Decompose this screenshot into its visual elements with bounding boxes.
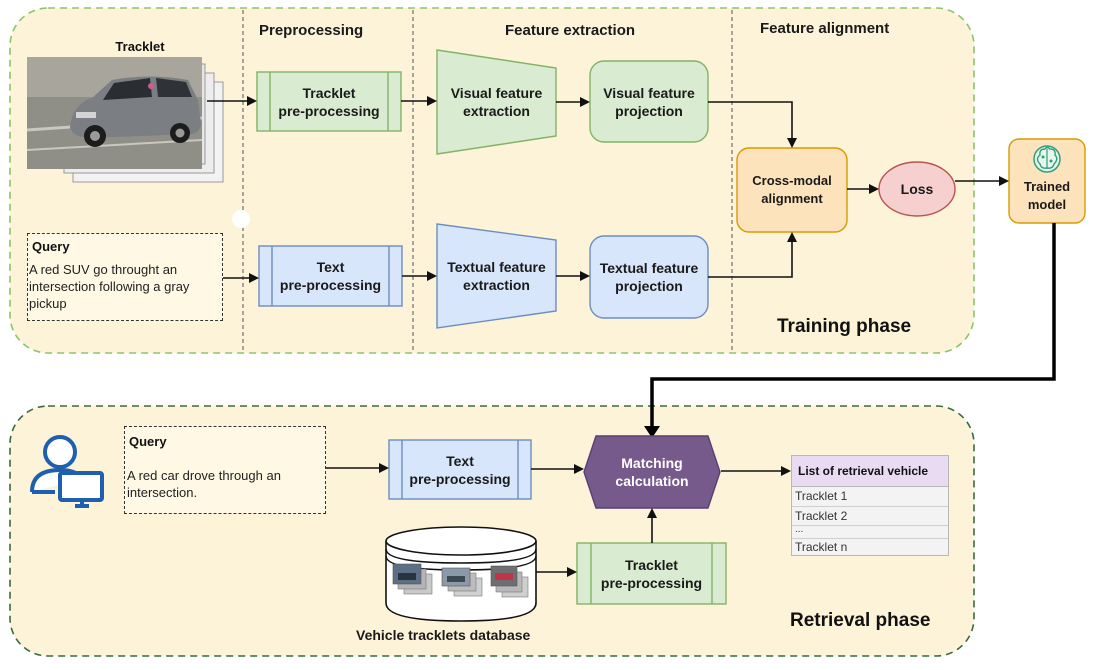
label-line: pre-processing <box>278 102 380 119</box>
training-query-box: Query A red SUV go throught an intersect… <box>27 233 223 321</box>
label-line: Text <box>316 259 345 275</box>
label-line: Tracklet <box>625 556 678 573</box>
label-line: alignment <box>761 191 823 206</box>
trained-model-box <box>1008 138 1086 224</box>
label-line: pre-processing <box>409 470 511 487</box>
loss-ellipse <box>878 161 956 217</box>
label-line: Cross-modal <box>752 173 832 188</box>
retrieval-query-title: Query <box>129 434 167 449</box>
label-line: model <box>1027 197 1067 212</box>
label-line: calculation <box>615 473 689 489</box>
tracklet-caption: Tracklet <box>115 39 165 54</box>
retrieval-result-list: List of retrieval vehicle Tracklet 1 Tra… <box>791 455 949 556</box>
label-line: Textual feature <box>599 260 699 276</box>
model-to-retrieval-connector <box>650 223 1056 432</box>
arrow <box>708 101 797 148</box>
label-line: Matching <box>621 455 683 471</box>
matching-calculation-label: Matching calculation <box>584 436 720 508</box>
car-photo-stack-icon <box>441 567 483 597</box>
arrow-head <box>644 426 660 438</box>
textual-feature-extraction-box <box>436 223 557 329</box>
list-item: Tracklet 2 <box>792 507 948 526</box>
textual-feature-projection-label: Textual feature projection <box>590 236 708 318</box>
label-line: pre-processing <box>600 574 703 591</box>
label-line: Visual feature <box>450 85 543 101</box>
label-line: extraction <box>463 103 530 119</box>
column-header-preprocessing: Preprocessing <box>259 22 364 39</box>
user-computer-icon <box>30 435 104 508</box>
brain-chip-icon <box>1033 145 1061 173</box>
connector-dot <box>232 210 250 228</box>
matching-calculation-box <box>583 435 721 509</box>
visual-feature-extraction-box <box>436 49 557 155</box>
retrieval-phase-label: Retrieval phase <box>790 610 931 631</box>
text-preprocessing-box <box>258 245 403 307</box>
retrieval-query-text: A red car drove through an intersection. <box>127 468 281 500</box>
trained-model-label: Trained model <box>1009 174 1085 218</box>
label-line: projection <box>615 278 683 294</box>
loss-label: Loss <box>900 181 934 197</box>
visual-feature-extraction-label: Visual feature extraction <box>437 72 556 132</box>
label-line: Visual feature <box>603 84 695 101</box>
label-line: extraction <box>463 277 530 293</box>
label-line: Tracklet <box>302 84 356 101</box>
training-query-text: A red SUV go throught an intersection fo… <box>29 262 190 311</box>
car-photo-stack-icon <box>392 563 433 595</box>
column-header-feature-alignment: Feature alignment <box>760 20 890 37</box>
retrieval-list-title: List of retrieval vehicle <box>792 456 948 487</box>
tracklet-preprocessing-box <box>256 71 402 132</box>
column-header-feature-extraction: Feature extraction <box>505 22 636 39</box>
list-item: Tracklet n <box>792 539 948 555</box>
training-phase-label: Training phase <box>777 316 912 337</box>
label-line: Trained <box>1023 179 1071 194</box>
label-line: Textual feature <box>447 259 546 275</box>
text-preprocessing-label: Text pre-processing <box>272 246 389 306</box>
list-item: ... <box>792 525 948 539</box>
label-line: pre-processing <box>279 277 382 293</box>
training-query-title: Query <box>32 239 70 254</box>
database-label: Vehicle tracklets database <box>356 627 531 643</box>
car-photo-stack-icon <box>490 565 529 598</box>
retrieval-text-preprocessing-box <box>388 439 532 500</box>
textual-feature-extraction-label: Textual feature extraction <box>437 246 556 306</box>
tracklet-image-stack: Tracklet <box>26 39 224 183</box>
label-line: projection <box>615 102 683 119</box>
label-line: Text <box>446 452 474 469</box>
list-item: Tracklet 1 <box>792 487 948 507</box>
cross-modal-alignment-label: Cross-modal alignment <box>737 148 847 232</box>
arrow <box>708 232 797 278</box>
retrieval-query-box: Query A red car drove through an interse… <box>124 426 326 514</box>
